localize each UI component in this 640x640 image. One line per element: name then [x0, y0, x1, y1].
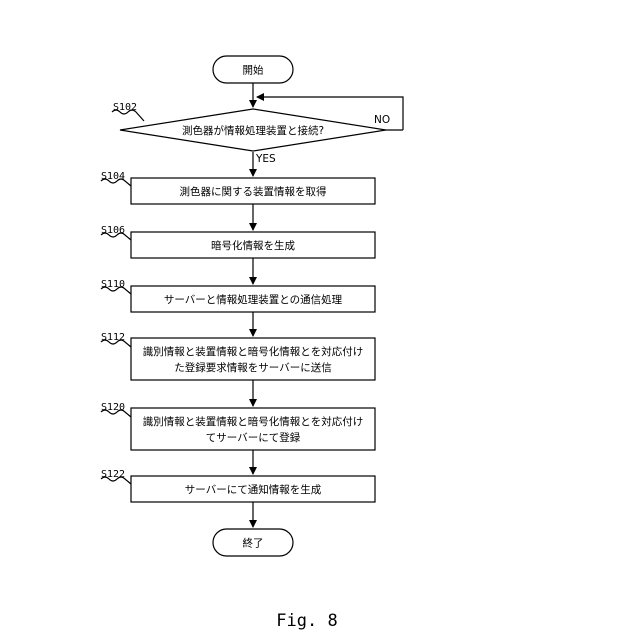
- process-step-s120: S120 識別情報と装置情報と暗号化情報とを対応付け てサーバーにて登録: [101, 402, 375, 450]
- decision-step-label: S102: [113, 102, 137, 113]
- process-step-s106: S106 暗号化情報を生成: [101, 225, 375, 258]
- decision-text: 測色器が情報処理装置と接続?: [182, 124, 324, 137]
- step-id: S104: [101, 171, 125, 182]
- step-text: サーバーにて通知情報を生成: [185, 483, 322, 496]
- step-text: 暗号化情報を生成: [211, 239, 295, 252]
- start-label: 開始: [243, 64, 264, 77]
- step-id: S122: [101, 469, 125, 480]
- figure-label: Fig. 8: [276, 611, 337, 631]
- process-step-s112: S112 識別情報と装置情報と暗号化情報とを対応付け た登録要求情報をサーバーに…: [101, 332, 375, 380]
- step-text-line-1: 識別情報と装置情報と暗号化情報とを対応付け: [143, 345, 364, 358]
- step-text: 測色器に関する装置情報を取得: [180, 185, 327, 198]
- step-text: サーバーと情報処理装置との通信処理: [164, 293, 343, 306]
- decision-node: S102 測色器が情報処理装置と接続? YES NO: [112, 102, 403, 165]
- step-id: S120: [101, 402, 125, 413]
- step-text-line-2: てサーバーにて登録: [206, 431, 301, 444]
- end-terminator: 終了: [213, 529, 293, 556]
- process-step-s110: S110 サーバーと情報処理装置との通信処理: [101, 279, 375, 312]
- decision-no-label: NO: [374, 114, 390, 126]
- end-label: 終了: [243, 537, 264, 550]
- step-text-line-1: 識別情報と装置情報と暗号化情報とを対応付け: [143, 415, 364, 428]
- start-terminator: 開始: [213, 56, 293, 83]
- process-step-s104: S104 測色器に関する装置情報を取得: [101, 171, 375, 204]
- process-step-s122: S122 サーバーにて通知情報を生成: [101, 469, 375, 502]
- decision-yes-label: YES: [255, 153, 276, 165]
- step-id: S112: [101, 332, 125, 343]
- step-text-line-2: た登録要求情報をサーバーに送信: [174, 361, 331, 374]
- step-id: S110: [101, 279, 125, 290]
- step-id: S106: [101, 225, 125, 236]
